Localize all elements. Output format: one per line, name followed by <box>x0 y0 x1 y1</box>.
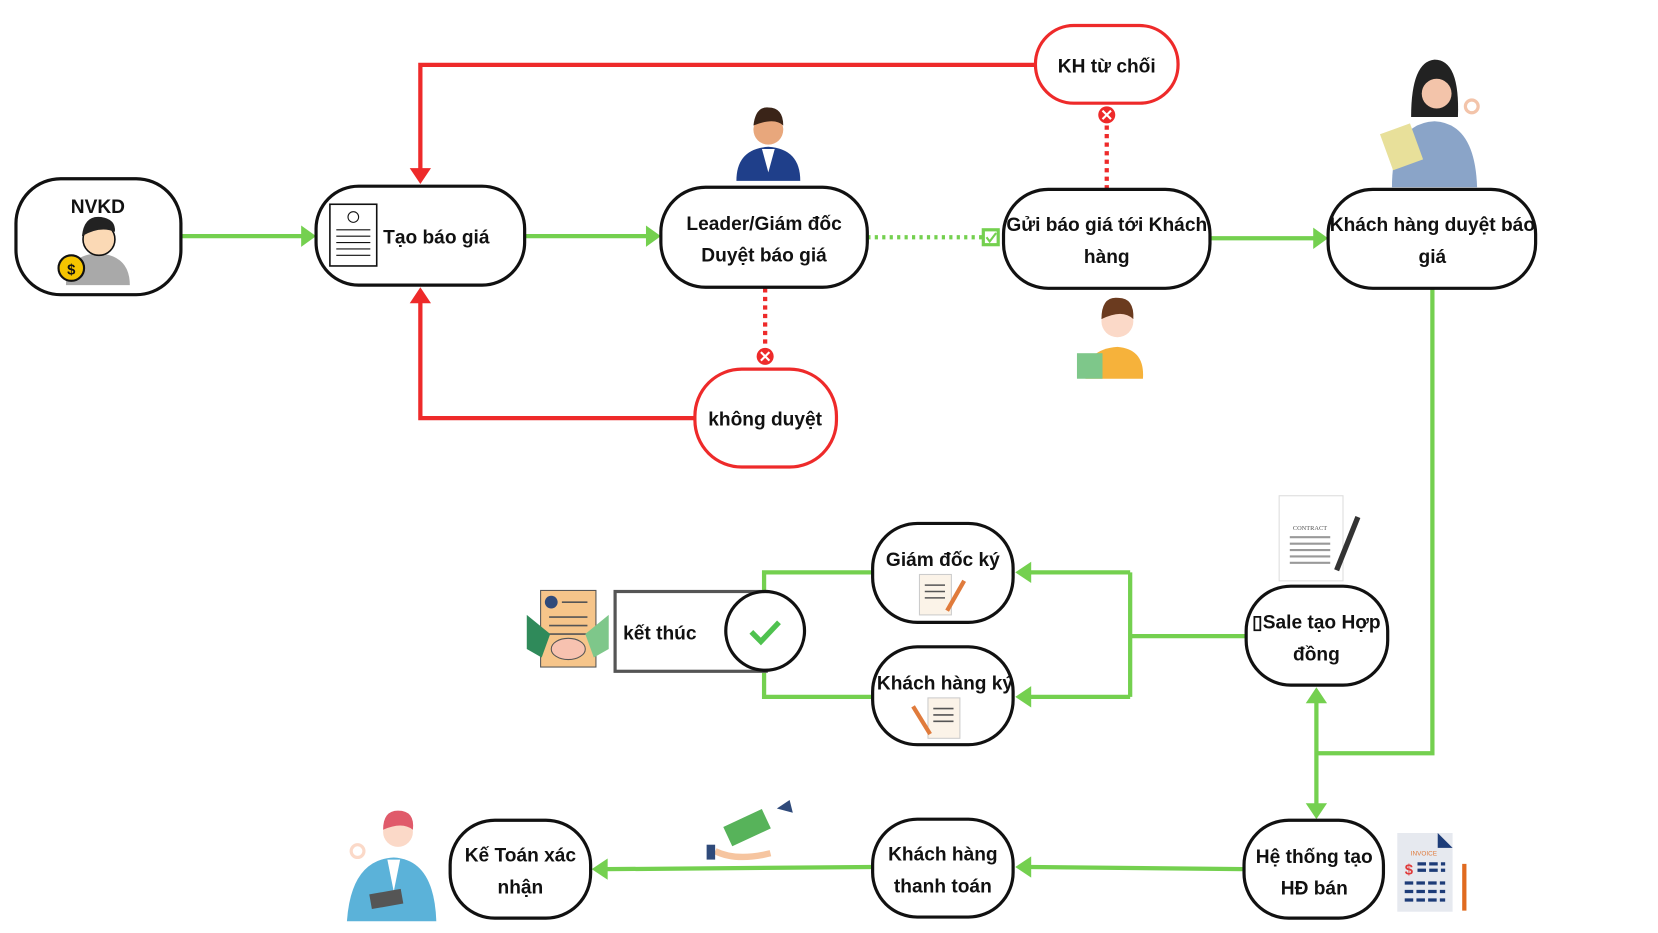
node-label-line1: Khách hàng duyệt báo <box>1330 215 1535 236</box>
node-khong-duyet[interactable]: không duyệt <box>693 367 839 469</box>
node-label-line1: Kế Toán xác <box>465 846 577 867</box>
arrowhead <box>1313 227 1329 249</box>
x-mark <box>1101 109 1112 120</box>
node-label: Giám đốc ký <box>886 550 1000 571</box>
node-label-line1: ▯Sale tạo Hợp <box>1252 613 1380 634</box>
node-khach-hang-ky[interactable]: Khách hàng ký <box>871 645 1015 747</box>
arrowhead <box>645 225 661 247</box>
arrowhead <box>409 168 431 185</box>
node-nvkd[interactable]: NVKD $ <box>14 177 183 297</box>
arrowhead <box>591 858 608 880</box>
node-label-line2: đồng <box>1293 645 1340 666</box>
node-label-line2: hàng <box>1084 247 1130 268</box>
quote-document-icon <box>329 203 378 267</box>
node-label-line1: Hệ thống tạo <box>1256 847 1373 868</box>
manager-icon <box>736 107 801 181</box>
node-label: Khách hàng ký <box>877 673 1014 694</box>
arrow-reject-to-tao <box>418 62 1036 171</box>
node-giam-doc-ky[interactable]: Giám đốc ký <box>871 521 1015 624</box>
node-label: NVKD <box>71 197 125 218</box>
node-kh-tu-choi[interactable]: KH từ chối <box>1033 23 1180 105</box>
node-sale-tao-hop-dong[interactable]: CONTRACT ▯Sale tạo Hợp đồng <box>1244 495 1390 687</box>
signing-document-icon <box>911 697 961 739</box>
svg-text:$: $ <box>1405 862 1414 878</box>
svg-text:INVOICE: INVOICE <box>1411 850 1437 857</box>
node-leader-duyet[interactable]: Leader/Giám đốc Duyệt báo giá <box>659 107 869 289</box>
node-he-thong-tao-hd[interactable]: Hệ thống tạo HĐ bán INVOICE $ <box>1242 818 1467 920</box>
arrow-thanhtoan-to-ketoan <box>606 864 873 872</box>
arrowhead <box>1015 856 1032 878</box>
node-ke-toan-xac-nhan[interactable]: Kế Toán xác nhận <box>346 810 593 922</box>
check-box-icon <box>981 228 1000 247</box>
arrowhead <box>1015 686 1032 708</box>
payment-money-icon <box>706 800 793 861</box>
node-label: Tạo báo giá <box>383 228 490 249</box>
node-ket-thuc[interactable]: kết thúc <box>526 589 807 673</box>
customer-icon <box>1076 297 1144 379</box>
node-gui-bao-gia[interactable]: Gửi báo giá tới Khách hàng <box>1001 187 1212 379</box>
node-kh-duyet-bao-gia[interactable]: Khách hàng duyệt báo giá <box>1326 59 1538 290</box>
salesperson-icon: $ <box>57 216 130 286</box>
handshake-certificate-icon <box>526 589 609 668</box>
contract-icon: CONTRACT <box>1278 495 1361 582</box>
node-label-line1: Leader/Giám đốc <box>686 214 842 235</box>
node-tao-bao-gia[interactable]: Tạo báo giá <box>314 184 527 287</box>
node-label-line2: nhận <box>498 878 544 899</box>
connectors <box>180 62 1435 880</box>
node-label: kết thúc <box>623 623 697 644</box>
node-label-line1: Gửi báo giá tới Khách <box>1006 215 1207 236</box>
svg-text:CONTRACT: CONTRACT <box>1293 525 1327 532</box>
node-label: không duyệt <box>708 410 822 431</box>
node-label-line2: thanh toán <box>894 877 992 898</box>
line-khduyet-down <box>1316 288 1435 756</box>
signing-document-icon <box>918 573 966 616</box>
svg-text:$: $ <box>67 262 76 278</box>
invoice-icon: INVOICE $ <box>1397 832 1467 912</box>
node-label-line1: Khách hàng <box>888 845 998 866</box>
check-icon <box>985 232 997 244</box>
arrow-hethong-to-thanhtoan <box>1030 864 1245 872</box>
x-mark <box>760 351 771 362</box>
node-khach-hang-thanh-toan[interactable]: Khách hàng thanh toán <box>706 800 1015 919</box>
line-sale-to-signers <box>1030 570 1247 699</box>
arrowhead <box>301 225 317 247</box>
arrowhead <box>1305 687 1328 704</box>
arrowhead <box>409 287 431 304</box>
arrow-notapproved-to-tao <box>418 301 695 421</box>
checkmark-icon <box>749 620 781 646</box>
line-signers-to-end <box>761 570 873 699</box>
woman-ok-icon <box>1379 59 1480 188</box>
node-label: KH từ chối <box>1058 56 1156 77</box>
node-label-line2: giá <box>1419 247 1447 268</box>
arrowhead <box>1305 803 1328 820</box>
arrowhead <box>1015 561 1032 583</box>
accountant-icon <box>346 810 437 922</box>
node-label-line2: HĐ bán <box>1281 879 1348 900</box>
done-circle <box>724 589 807 672</box>
node-label-line2: Duyệt báo giá <box>701 246 827 267</box>
